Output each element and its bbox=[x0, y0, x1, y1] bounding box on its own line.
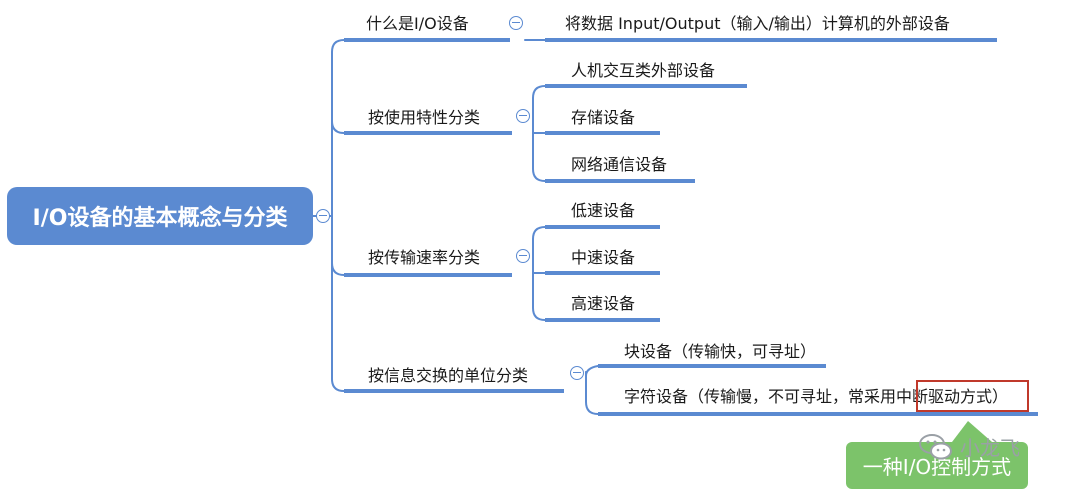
leaf-underline bbox=[545, 38, 997, 42]
root-node-label: I/O设备的基本概念与分类 bbox=[32, 206, 288, 231]
leaf-high-speed[interactable]: 高速设备 bbox=[571, 294, 636, 313]
highlight-box bbox=[916, 380, 1029, 412]
leaf-storage[interactable]: 存储设备 bbox=[571, 108, 636, 127]
leaf-underline bbox=[545, 225, 660, 229]
leaf-human-interaction[interactable]: 人机交互类外部设备 bbox=[571, 61, 716, 80]
collapse-icon[interactable] bbox=[516, 249, 530, 263]
branch-underline bbox=[344, 131, 512, 135]
leaf-char-device[interactable]: 字符设备（传输慢，不可寻址，常采用中断驱动方式） bbox=[624, 387, 1009, 406]
leaf-underline bbox=[545, 84, 747, 88]
collapse-icon[interactable] bbox=[516, 109, 530, 123]
branch-underline bbox=[344, 273, 512, 277]
leaf-underline bbox=[598, 364, 826, 368]
leaf-mid-speed[interactable]: 中速设备 bbox=[571, 248, 636, 267]
leaf-underline bbox=[545, 271, 660, 275]
wechat-icon bbox=[919, 434, 952, 460]
leaf-block-device[interactable]: 块设备（传输快，可寻址） bbox=[624, 342, 817, 361]
leaf-underline bbox=[545, 179, 695, 183]
root-node[interactable]: I/O设备的基本概念与分类 bbox=[7, 187, 313, 245]
collapse-icon[interactable] bbox=[509, 16, 523, 30]
leaf-low-speed[interactable]: 低速设备 bbox=[571, 201, 636, 220]
branch-underline bbox=[344, 38, 510, 42]
leaf-underline bbox=[598, 412, 1038, 416]
leaf-network[interactable]: 网络通信设备 bbox=[571, 155, 668, 174]
collapse-icon[interactable] bbox=[316, 209, 330, 223]
branch-by-speed[interactable]: 按传输速率分类 bbox=[368, 248, 481, 267]
branch-what-is-io[interactable]: 什么是I/O设备 bbox=[366, 14, 469, 33]
collapse-icon[interactable] bbox=[570, 366, 584, 380]
branch-by-unit[interactable]: 按信息交换的单位分类 bbox=[368, 366, 529, 385]
leaf-underline bbox=[545, 318, 660, 322]
watermark-text: 小龙飞 bbox=[960, 436, 1020, 460]
branch-by-usage[interactable]: 按使用特性分类 bbox=[368, 108, 481, 127]
callout-label: 一种I/O控制方式 bbox=[862, 455, 1012, 479]
leaf-underline bbox=[545, 131, 660, 135]
branch-underline bbox=[344, 389, 564, 393]
leaf-definition[interactable]: 将数据 Input/Output（输入/输出）计算机的外部设备 bbox=[565, 14, 950, 33]
